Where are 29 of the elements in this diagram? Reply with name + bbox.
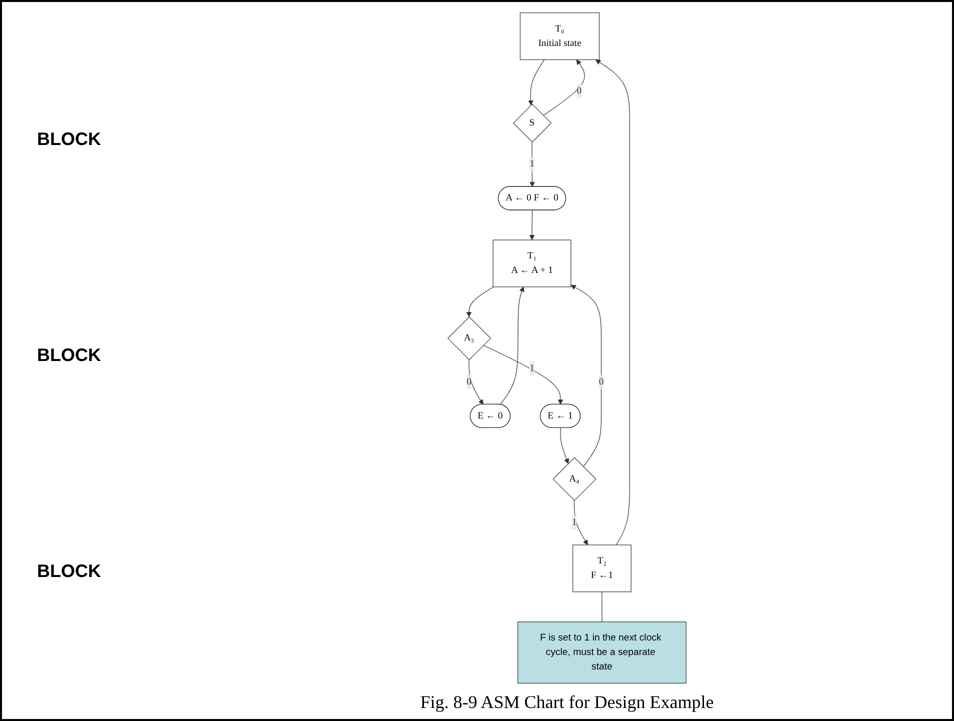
node-box: T₂ F ←1: [572, 544, 632, 592]
arrow: [529, 210, 535, 240]
arrow: [530, 142, 535, 188]
block-label: BLOCK: [36, 560, 102, 582]
edge-label: 0: [598, 376, 604, 387]
node-diamond: A₃: [447, 316, 492, 360]
edge-label: 0: [576, 86, 582, 96]
arrow: [483, 344, 564, 405]
arrow: [468, 359, 484, 405]
edge-label: 1: [530, 363, 534, 374]
block-label: BLOCK: [36, 129, 102, 150]
arrow: [574, 500, 588, 546]
arrow: [466, 286, 494, 318]
edge-label: 1: [572, 517, 577, 528]
edge-label: 0: [466, 376, 472, 387]
node-box: T₀ Initial state: [520, 12, 600, 60]
arrow: [528, 59, 545, 106]
figure-caption: Fig. 8-9 ASM Chart for Design Example: [420, 692, 714, 713]
arrow: [595, 59, 630, 546]
arrow: [542, 59, 585, 116]
arrow: [500, 286, 524, 405]
block-label: BLOCK: [36, 344, 102, 366]
node-box: F is set to 1 in the next clock cycle, must be a separate state: [518, 622, 686, 684]
arrow: [570, 284, 602, 468]
node-diamond: A₄: [552, 457, 596, 501]
node-diamond: S: [512, 104, 552, 142]
node-box: T₁ A ← A + 1: [492, 240, 572, 288]
arrow: [560, 428, 570, 464]
edge-label: 1: [530, 158, 534, 170]
